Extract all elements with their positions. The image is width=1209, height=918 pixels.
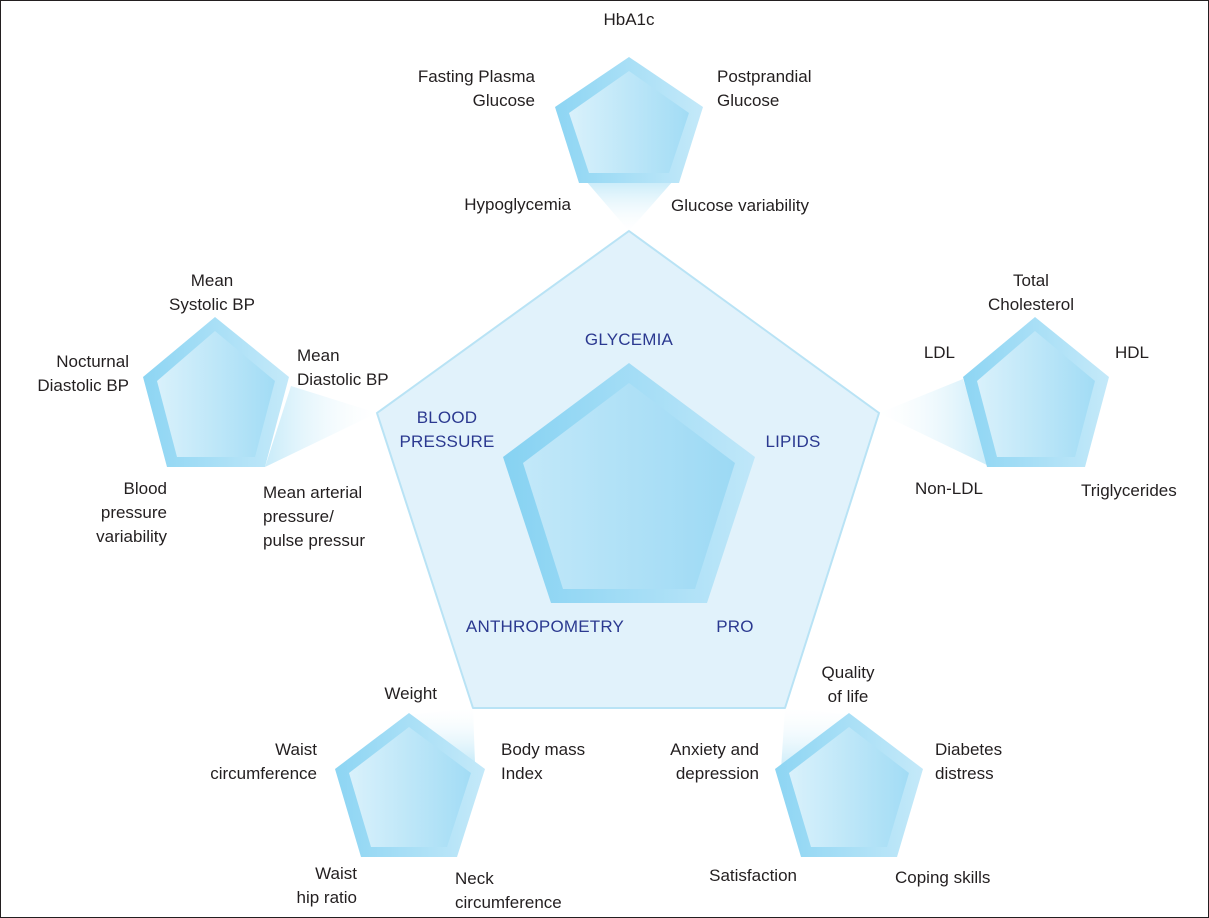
connector-glycemia <box>586 181 673 231</box>
label-ldl: LDL <box>923 343 955 362</box>
label-waist-hip-ratio: Waist hip ratio <box>296 864 357 907</box>
label-mean-diastolic-bp: Mean Diastolic BP <box>297 346 389 389</box>
label-diabetes-distress: Diabetes distress <box>935 740 1003 783</box>
label-total-cholesterol: Total Cholesterol <box>988 271 1074 314</box>
label-non-ldl: Non-LDL <box>914 479 983 498</box>
category-pro: PRO <box>716 617 754 636</box>
pro-pentagon <box>775 713 923 857</box>
label-postprandial-glucose: Postprandial Glucose <box>717 67 812 110</box>
label-quality-of-life: Quality of life <box>821 663 875 706</box>
label-fasting-plasma-glucose: Fasting Plasma Glucose <box>417 67 535 110</box>
category-blood-pressure: BLOOD PRESSURE <box>399 408 495 451</box>
anthropometry-pentagon <box>335 713 485 857</box>
label-mean-arterial-pressure: Mean arterial pressure/ pulse pressur <box>263 483 366 550</box>
label-neck-circumference: Neck circumference <box>455 869 562 912</box>
label-bp-variability: Blood pressure variability <box>96 479 167 546</box>
label-anxiety-depression: Anxiety and depression <box>670 740 759 783</box>
label-satisfaction: Satisfaction <box>709 866 797 885</box>
center-pentagon <box>503 363 755 603</box>
label-nocturnal-diastolic-bp: Nocturnal Diastolic BP <box>37 352 129 395</box>
label-hdl: HDL <box>1115 343 1150 362</box>
category-glycemia: GLYCEMIA <box>584 330 674 349</box>
label-body-mass-index: Body mass Index <box>501 740 586 783</box>
connector-lipids <box>879 379 991 467</box>
glycemia-pentagon <box>555 57 703 183</box>
blood-pressure-pentagon <box>143 317 289 467</box>
category-anthropometry: ANTHROPOMETRY <box>465 617 625 636</box>
label-glucose-variability: Glucose variability <box>671 196 809 215</box>
label-coping-skills: Coping skills <box>895 868 991 887</box>
label-hba1c: HbA1c <box>603 10 655 29</box>
label-triglycerides: Triglycerides <box>1081 481 1177 500</box>
label-mean-systolic-bp: Mean Systolic BP <box>169 271 255 314</box>
lipids-pentagon <box>963 317 1109 467</box>
label-hypoglycemia: Hypoglycemia <box>464 195 571 214</box>
label-waist-circumference: Waist circumference <box>210 740 317 783</box>
category-lipids: LIPIDS <box>765 432 821 451</box>
label-weight: Weight <box>384 684 437 703</box>
connector-blood-pressure <box>265 386 377 467</box>
